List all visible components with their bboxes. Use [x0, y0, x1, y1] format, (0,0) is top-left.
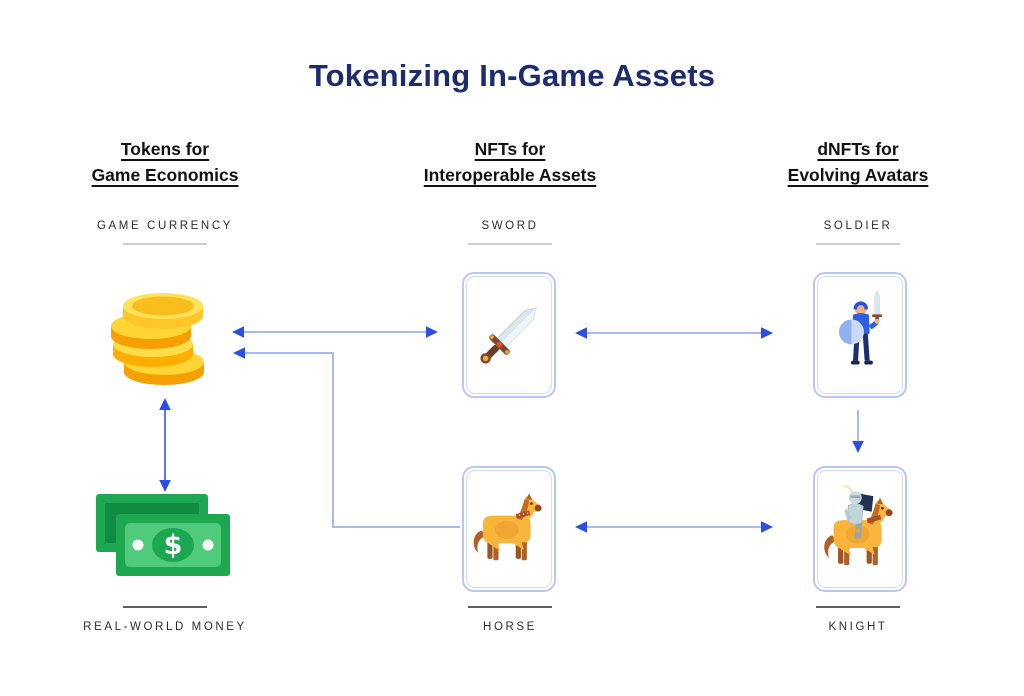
column-header-line: Evolving Avatars	[787, 165, 929, 186]
nft-card-sword	[462, 272, 556, 398]
arrow-sword-soldier	[575, 327, 773, 339]
column-header-dnfts: dNFTs for Evolving Avatars	[728, 136, 988, 189]
coins-icon	[111, 293, 204, 385]
label-game-currency: GAME CURRENCY	[96, 220, 234, 232]
column-header-line: dNFTs for	[817, 139, 899, 159]
divider	[468, 606, 552, 608]
divider	[123, 606, 207, 608]
column-header-line: NFTs for	[474, 139, 546, 159]
sword-icon	[480, 307, 537, 364]
label-horse: HORSE	[483, 621, 537, 633]
money-icon: $	[96, 494, 230, 576]
page-title: Tokenizing In-Game Assets	[308, 58, 716, 93]
column-header-line: Tokens for	[120, 139, 210, 159]
label-sword: SWORD	[481, 220, 539, 232]
divider	[123, 243, 207, 245]
label-soldier: SOLDIER	[823, 220, 893, 232]
column-header-line: Interoperable Assets	[423, 165, 597, 186]
label-knight: KNIGHT	[828, 621, 888, 633]
nft-card-horse	[462, 466, 556, 592]
svg-text:$: $	[164, 530, 183, 561]
arrow-horse-knight	[575, 521, 773, 533]
arrow-soldier-to-knight	[852, 410, 864, 453]
knight-icon	[824, 485, 894, 566]
arrow-currency-money	[159, 398, 171, 492]
divider	[816, 243, 900, 245]
soldier-icon	[839, 290, 883, 365]
divider	[468, 243, 552, 245]
label-real-world-money: REAL-WORLD MONEY	[83, 621, 247, 633]
avatar-card-knight	[813, 466, 907, 592]
column-header-nfts: NFTs for Interoperable Assets	[380, 136, 640, 189]
column-header-line: Game Economics	[91, 165, 239, 186]
arrow-horse-to-currency	[233, 347, 460, 528]
arrow-currency-sword	[232, 326, 438, 338]
column-header-tokens: Tokens for Game Economics	[35, 136, 295, 189]
avatar-card-soldier	[813, 272, 907, 398]
divider	[816, 606, 900, 608]
horse-icon	[473, 493, 543, 561]
